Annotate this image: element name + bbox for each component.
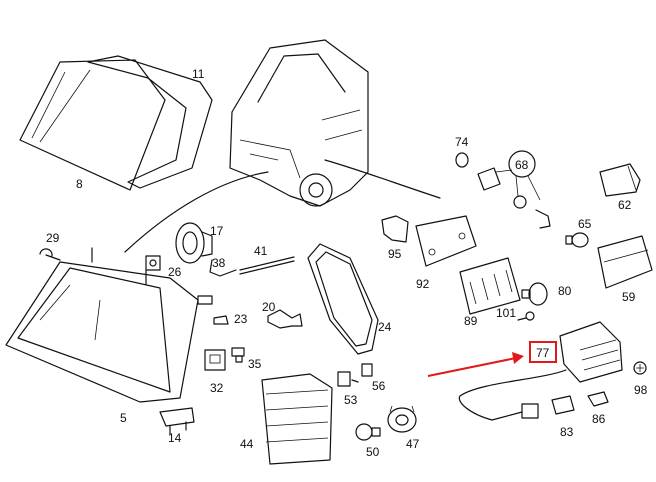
label-26: 26 — [168, 265, 182, 279]
label-56: 56 — [372, 379, 386, 393]
label-50: 50 — [366, 445, 380, 459]
vehicle-front-illustration — [229, 39, 369, 207]
label-44: 44 — [240, 437, 254, 451]
bulb-part-65[interactable] — [565, 232, 589, 248]
clip-part-56[interactable] — [361, 363, 373, 377]
licence-lamp-part-77[interactable] — [559, 321, 623, 383]
label-62: 62 — [618, 198, 632, 212]
lamp-part-59[interactable] — [597, 235, 653, 289]
holder-part-53[interactable] — [337, 371, 359, 387]
socket-part-32[interactable] — [204, 349, 226, 371]
windshield-seal-part-11[interactable] — [87, 55, 213, 189]
highlight-arrow — [427, 352, 524, 377]
label-89: 89 — [464, 314, 478, 328]
label-17: 17 — [210, 224, 224, 238]
label-83: 83 — [560, 425, 574, 439]
label-92: 92 — [416, 277, 430, 291]
bulb-part-80[interactable] — [521, 282, 548, 306]
screw-part-101[interactable] — [517, 311, 535, 321]
label-38: 38 — [212, 256, 226, 270]
label-20: 20 — [262, 300, 276, 314]
label-32: 32 — [210, 381, 224, 395]
tail-lamp-part-44[interactable] — [261, 373, 333, 465]
label-35: 35 — [248, 357, 262, 371]
windshield-part-8[interactable] — [19, 59, 166, 191]
cap-part-74[interactable] — [455, 152, 469, 168]
bulb-assembly-part-68[interactable] — [477, 150, 551, 229]
label-86: 86 — [592, 412, 606, 426]
label-5: 5 — [120, 411, 127, 425]
headlamp-motor-part-17[interactable] — [175, 222, 213, 264]
frame-part-24[interactable] — [307, 243, 379, 355]
label-74: 74 — [455, 135, 469, 149]
terminal-part-86[interactable] — [587, 391, 609, 407]
label-11: 11 — [192, 67, 205, 81]
leader-line-headlamp — [124, 171, 269, 253]
label-47: 47 — [406, 437, 420, 451]
label-14: 14 — [168, 431, 182, 445]
label-65: 65 — [578, 217, 592, 231]
bulb-part-20[interactable] — [267, 309, 303, 329]
housing-part-89[interactable] — [459, 257, 521, 315]
label-77[interactable]: 77 — [536, 346, 550, 360]
label-29: 29 — [46, 231, 60, 245]
label-23: 23 — [234, 312, 248, 326]
screw-part-98[interactable] — [633, 361, 647, 375]
leader-line-rear — [324, 159, 441, 199]
plug-part-35[interactable] — [231, 347, 245, 363]
label-53: 53 — [344, 393, 358, 407]
label-68: 68 — [515, 158, 529, 172]
label-8: 8 — [76, 177, 83, 191]
connector-part-83[interactable] — [521, 395, 575, 419]
label-24: 24 — [378, 320, 392, 334]
label-95: 95 — [388, 247, 402, 261]
connector-part-38[interactable] — [209, 259, 237, 277]
bracket-part-14[interactable] — [159, 407, 195, 435]
label-80: 80 — [558, 284, 572, 298]
headlamp-part-5[interactable] — [5, 247, 213, 403]
rod-part-41[interactable] — [239, 256, 295, 275]
bulb-part-23[interactable] — [213, 315, 229, 325]
label-59: 59 — [622, 290, 636, 304]
bulb-part-50[interactable] — [355, 423, 381, 441]
screw-part-29[interactable] — [39, 248, 61, 261]
plate-part-92[interactable] — [415, 215, 477, 267]
label-101: 101 — [496, 306, 516, 320]
label-41: 41 — [254, 244, 268, 258]
wiring-harness — [458, 369, 567, 421]
clip-part-26[interactable] — [145, 255, 161, 271]
marker-lamp-part-62[interactable] — [599, 163, 641, 197]
bracket-part-95[interactable] — [381, 215, 409, 243]
label-98: 98 — [634, 383, 648, 397]
socket-part-47[interactable] — [387, 405, 417, 433]
highlight-box — [529, 341, 557, 363]
